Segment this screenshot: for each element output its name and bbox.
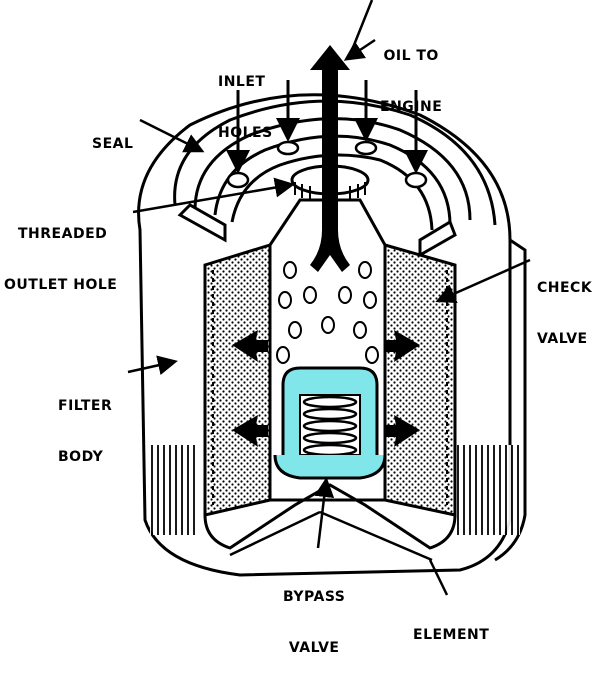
leader-bypass-valve-branches [229, 510, 433, 562]
leader-filter-body [127, 355, 178, 376]
label-threaded-outlet-hole: THREADED OUTLET HOLE [4, 192, 117, 311]
outlet-flow-arrow [310, 45, 350, 272]
inlet-hole [276, 140, 300, 156]
leader-check-valve [435, 258, 531, 304]
label-line: ELEMENT [413, 627, 490, 643]
label-filter-body: FILTER BODY [58, 364, 112, 483]
label-line: OIL TO [383, 48, 439, 64]
label-line: OUTLET HOLE [4, 277, 118, 293]
label-line: FILTER [58, 398, 113, 414]
inlet-hole [354, 140, 378, 156]
oil-filter-diagram [127, 0, 531, 596]
label-line: BODY [58, 449, 104, 465]
leader-threaded-outlet [132, 177, 295, 214]
inlet-holes [226, 140, 428, 189]
label-line: ENGINE [380, 99, 443, 115]
label-element: ELEMENT [413, 593, 489, 661]
label-line: HOLES [218, 125, 273, 141]
leader-oil-to-engine [343, 38, 376, 61]
label-line: VALVE [537, 331, 588, 347]
label-line: THREADED [18, 226, 108, 242]
inlet-hole [226, 171, 250, 189]
bypass-valve [273, 366, 387, 480]
label-line: SEAL [92, 136, 134, 152]
label-check-valve: CHECK VALVE [537, 246, 592, 365]
seal [177, 203, 457, 258]
label-line: BYPASS [283, 589, 346, 605]
leader-seal [139, 118, 205, 153]
label-bypass-valve: BYPASS VALVE [283, 555, 345, 674]
label-line: CHECK [537, 280, 593, 296]
label-inlet-holes: INLET HOLES [218, 40, 273, 159]
inlet-hole [404, 171, 428, 189]
label-seal: SEAL [92, 102, 133, 170]
inlet-flow-arrows [226, 80, 428, 174]
label-line: VALVE [288, 640, 340, 656]
leader-bypass-valve [314, 477, 335, 549]
leader-lines [127, 0, 531, 596]
leader-oil-to-engine [348, 0, 374, 56]
label-line: INLET [218, 74, 266, 90]
leader-element [428, 559, 449, 596]
label-oil-to-engine: OIL TO ENGINE [380, 14, 442, 133]
filter-element [203, 242, 457, 517]
element-flow-arrows [232, 330, 420, 447]
